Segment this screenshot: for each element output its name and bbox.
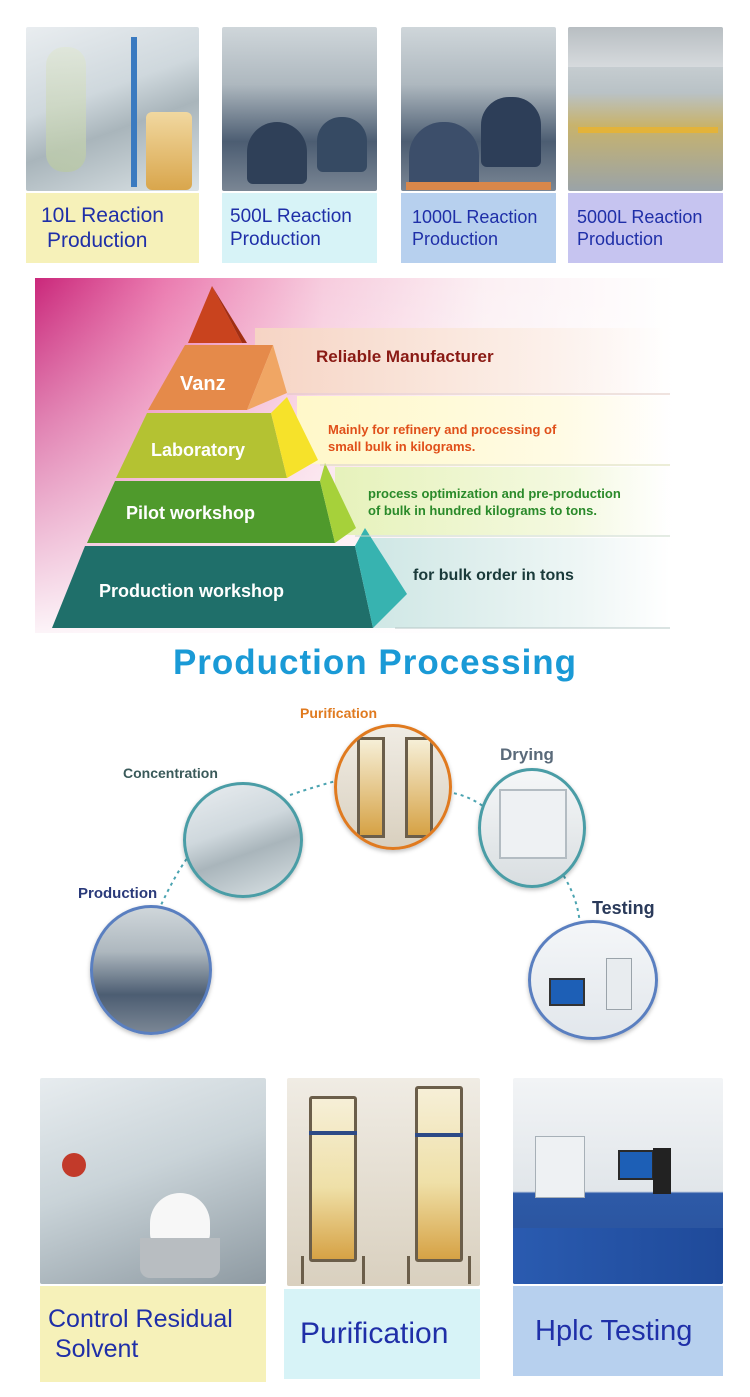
photo-1000l-reactor: [401, 27, 556, 191]
pyramid-caption-pilot-2: of bulk in hundred kilograms to tons.: [368, 503, 597, 518]
tile-label-5000l: 5000L Reaction Production: [568, 193, 723, 263]
pyramid-level-pilot: [87, 481, 335, 543]
step-photo-drying: [478, 768, 586, 888]
tile-label-10l: 10L Reaction Production: [26, 193, 199, 263]
tile-label-hplc-testing-text: Hplc Testing: [535, 1314, 693, 1347]
photo-control-residual-solvent: [40, 1078, 266, 1284]
tile-label-5000l-line2: Production: [577, 229, 664, 249]
step-photo-concentration: [183, 782, 303, 898]
pyramid-caption-pilot-1: process optimization and pre-production: [368, 486, 621, 501]
step-photo-testing: [528, 920, 658, 1040]
pyramid-label-vanz: Vanz: [180, 373, 226, 395]
pyramid-caption-laboratory-2: small bulk in kilograms.: [328, 439, 476, 454]
tile-label-hplc-testing: Hplc Testing: [513, 1286, 723, 1376]
pyramid-section: Vanz Laboratory Pilot workshop Productio…: [35, 278, 675, 633]
processing-title: Production Processing: [172, 643, 578, 682]
pyramid-label-production: Production workshop: [99, 581, 285, 601]
step-label-drying: Drying: [500, 745, 554, 764]
step-label-testing: Testing: [592, 898, 655, 918]
step-photo-purification: [334, 724, 452, 850]
photo-500l-reactor: [222, 27, 377, 191]
tile-label-1000l: 1000L Reaction Production: [401, 193, 556, 263]
band-laboratory: [297, 396, 670, 464]
tile-label-control-residual-solvent-line2: Solvent: [48, 1335, 139, 1363]
step-label-purification: Purification: [300, 705, 378, 721]
pyramid-caption-production: for bulk order in tons: [413, 567, 574, 584]
pyramid-label-pilot: Pilot workshop: [126, 503, 256, 523]
pyramid-level-laboratory: [116, 413, 287, 478]
tile-label-500l: 500L Reaction Production: [222, 193, 377, 263]
step-photo-production: [90, 905, 212, 1035]
photo-5000l-reactor: [568, 27, 723, 191]
tile-label-500l-line2: Production: [230, 229, 321, 250]
pyramid-caption-vanz: Reliable Manufacturer: [316, 347, 494, 366]
photo-hplc-testing: [513, 1078, 723, 1284]
band-pilot: [335, 467, 670, 535]
pyramid-caption-laboratory-1: Mainly for refinery and processing of: [328, 422, 557, 437]
tile-label-10l-line2: Production: [47, 229, 148, 252]
pyramid-shape: [52, 286, 670, 629]
tile-label-1000l-line2: Production: [412, 229, 499, 249]
tile-label-control-residual-solvent: Control Residual Solvent: [40, 1286, 266, 1382]
pyramid-level-vanz: [148, 345, 273, 410]
photo-purification-columns: [287, 1078, 480, 1286]
pyramid-label-laboratory: Laboratory: [151, 440, 246, 460]
tile-label-control-residual-solvent-line1: Control Residual: [48, 1305, 233, 1333]
tile-label-1000l-line1: 1000L Reaction: [412, 207, 538, 227]
tile-label-5000l-line1: 5000L Reaction: [577, 207, 703, 227]
band-production: [370, 538, 670, 628]
band-vanz: [255, 328, 670, 393]
pyramid-tip: [188, 286, 242, 343]
tile-label-purification-text: Purification: [300, 1317, 449, 1350]
tile-label-purification: Purification: [284, 1289, 480, 1379]
step-label-production: Production: [78, 885, 158, 902]
photo-10l-reactor: [26, 27, 199, 191]
pyramid-level-production: [52, 546, 373, 628]
step-label-concentration: Concentration: [123, 765, 218, 781]
tile-label-10l-line1: 10L Reaction: [41, 204, 164, 227]
tile-label-500l-line1: 500L Reaction: [230, 206, 352, 227]
